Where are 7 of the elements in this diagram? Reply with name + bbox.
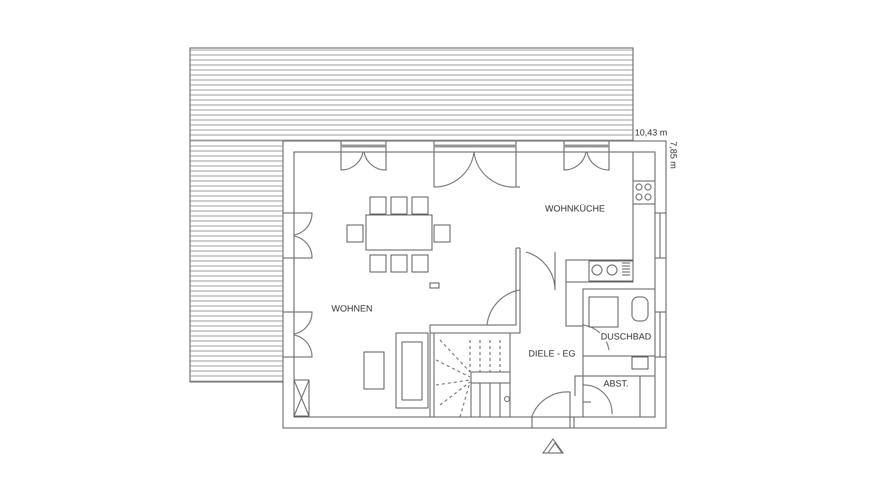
dimension-label: 10,43 m	[634, 128, 668, 138]
room-label: WOHNKÜCHE	[544, 204, 606, 214]
room-label: ABST.	[602, 380, 630, 388]
room-label: DIELE - EG	[528, 350, 576, 358]
room-label: DUSCHBAD	[600, 332, 652, 342]
dimension-label: 7,85 m	[668, 140, 678, 170]
room-label: WOHNEN	[330, 304, 374, 314]
